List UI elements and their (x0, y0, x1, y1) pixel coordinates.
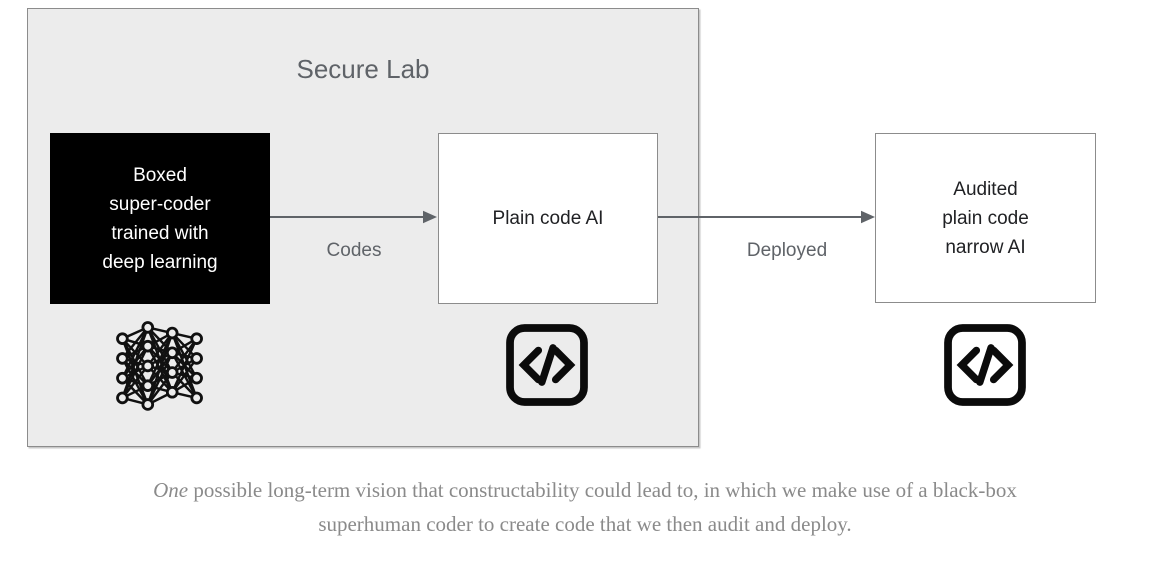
caption-line-1: One possible long-term vision that const… (153, 478, 1017, 502)
node-label-line: plain code (942, 207, 1029, 229)
node-plain-code-ai: Plain code AI (438, 133, 658, 304)
caption-italic-lead: One (153, 478, 189, 502)
edge-label-deployed: Deployed (746, 240, 828, 261)
node-label-line: deep learning (102, 251, 218, 273)
node-label-line: Audited (953, 178, 1018, 200)
node-audited-plain-code-narrow-ai: Audited plain code narrow AI (875, 133, 1096, 303)
node-label-line: trained with (111, 222, 209, 244)
code-icon (504, 322, 590, 408)
code-icon (942, 322, 1028, 408)
secure-lab-title: Secure Lab (296, 54, 430, 84)
figure-caption: One possible long-term vision that const… (0, 473, 1170, 541)
node-label-line: narrow AI (945, 236, 1026, 258)
node-boxed-super-coder: Boxed super-coder trained with deep lear… (50, 133, 270, 304)
caption-line-2: superhuman coder to create code that we … (318, 512, 852, 536)
neural-network-icon (113, 318, 207, 412)
node-label-line: Boxed (133, 164, 187, 186)
node-label-line: super-coder (109, 193, 211, 215)
edge-label-codes: Codes (326, 240, 382, 261)
node-label: Plain code AI (492, 208, 604, 229)
